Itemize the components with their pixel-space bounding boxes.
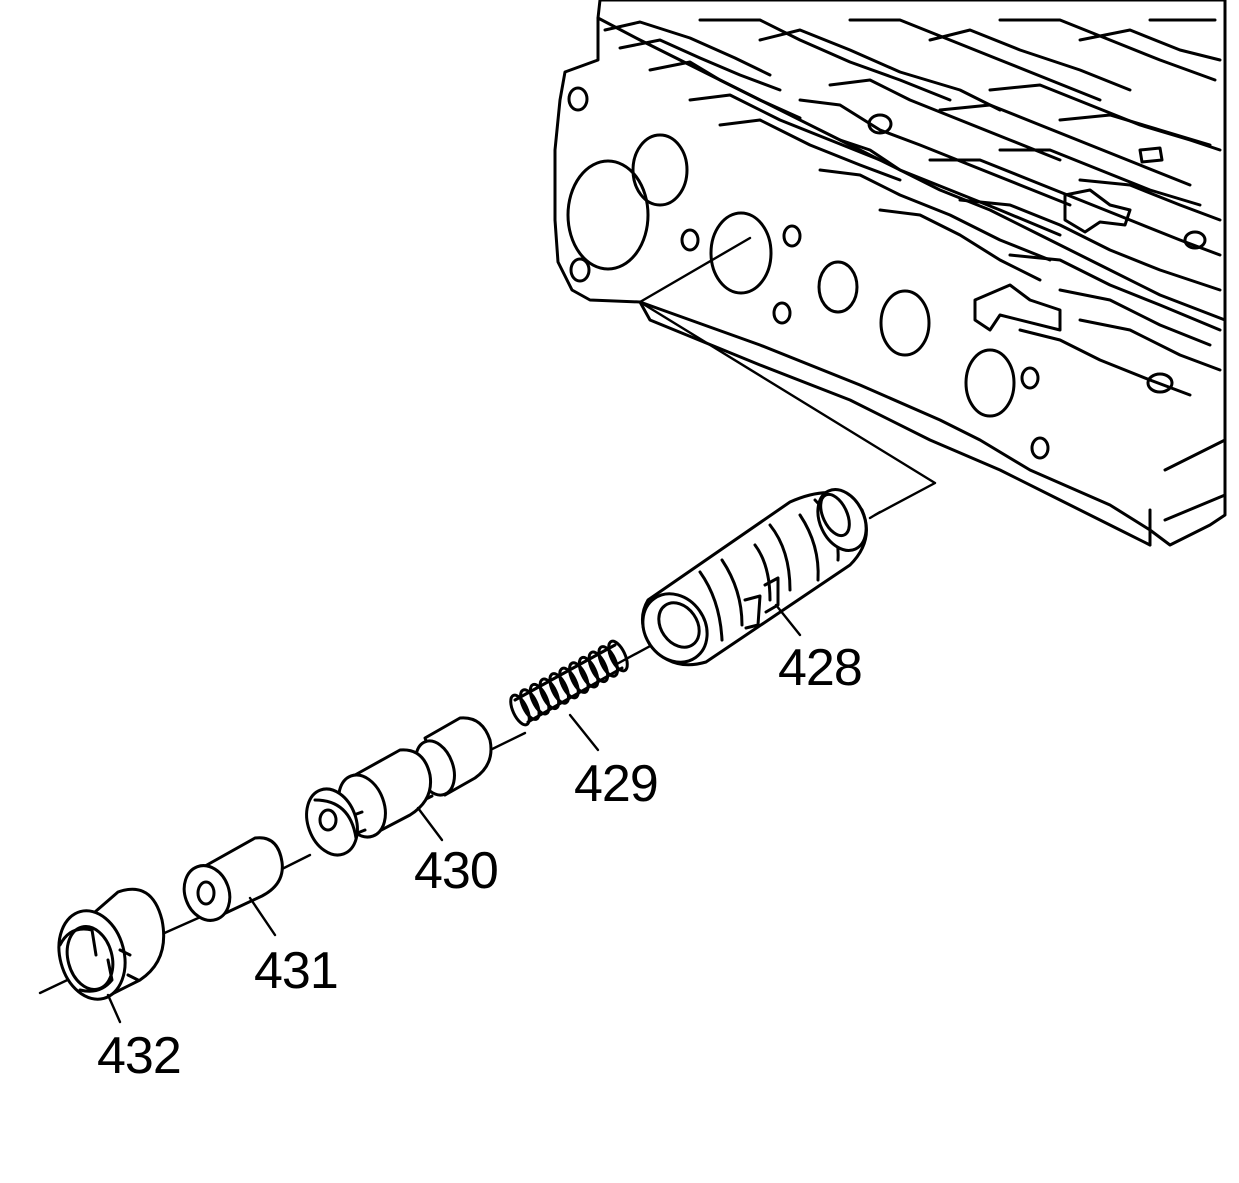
part-428-valve-sleeve [641, 488, 868, 667]
bore-leader-line [638, 236, 937, 517]
callout-431: 431 [254, 942, 339, 1000]
part-429-spring [509, 639, 629, 727]
spring-coil [587, 650, 610, 684]
spring-coil [538, 677, 561, 711]
leader-430 [416, 806, 444, 842]
part-431-plug [182, 836, 284, 922]
spring-coil [509, 693, 531, 727]
callout-430: 430 [414, 842, 499, 900]
spring-coil [607, 639, 629, 673]
spring-coil [597, 645, 619, 678]
leader-lines [106, 603, 802, 1024]
spring-coil [528, 682, 551, 716]
valve-body [553, 0, 1227, 547]
spring-coil [577, 655, 600, 689]
leader-431 [248, 896, 277, 937]
spring-coil [548, 672, 570, 705]
part-432-retainer [57, 887, 166, 1001]
spring-coil [519, 688, 541, 721]
leader-428 [774, 603, 802, 637]
part-430-valve [305, 716, 493, 857]
leader-432 [106, 993, 122, 1024]
spring-coil [568, 661, 590, 694]
leader-429 [568, 713, 600, 752]
callout-432: 432 [97, 1027, 182, 1085]
callout-429: 429 [574, 755, 659, 813]
callout-428: 428 [778, 639, 863, 697]
spring-coil [558, 666, 580, 700]
